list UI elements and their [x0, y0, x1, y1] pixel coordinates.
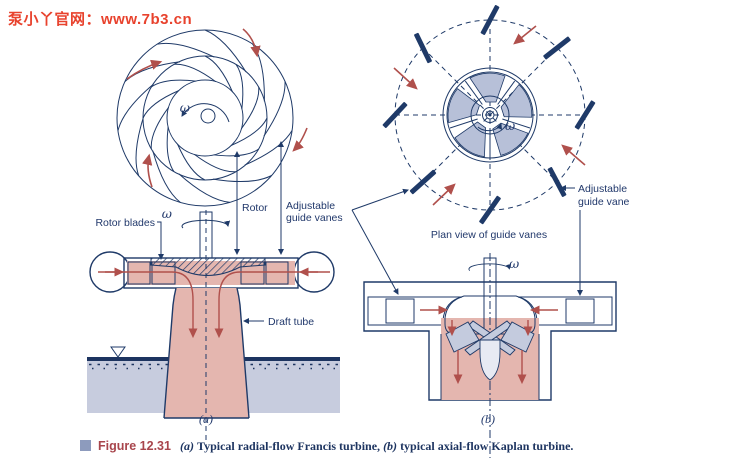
omega-symbol: ω [509, 256, 519, 271]
adjustable-guide-vane-label-line2: guide vane [578, 196, 630, 208]
kaplan-runner-section [445, 320, 535, 381]
rotation-arrow [181, 103, 230, 123]
subfigure-a-label: (a) [199, 412, 213, 426]
adjustable-guide-vanes-label-line2: guide vanes [286, 212, 343, 224]
guide-vane-bars [382, 5, 596, 225]
francis-cross-section: ω Rotor blades Draft tube (a) [87, 206, 340, 440]
shaft-hub [200, 108, 216, 124]
guide-vane-box-right [565, 298, 595, 324]
shaft [199, 211, 213, 259]
caption-text-a: Typical radial-flow Francis turbine, [196, 439, 381, 453]
flow-arrows [98, 267, 330, 339]
plan-view-label: Plan view of guide vanes [431, 229, 547, 241]
caption-part-b: (b) [383, 439, 398, 453]
caption-part-a: (a) [179, 439, 194, 453]
draft-tube [164, 288, 249, 418]
omega-symbol: ω [505, 118, 515, 133]
kaplan-leaders: Adjustable guide vane [351, 183, 630, 296]
shaft-rotation-swirl [182, 220, 228, 228]
francis-leaders: Rotor Adjustable guide vanes [234, 141, 343, 255]
adjustable-guide-vanes-label-line1: Adjustable [286, 200, 335, 212]
francis-runner-plan: ω [111, 21, 308, 215]
flow-arrows [420, 305, 558, 385]
subfigure-b-label: (b) [481, 412, 495, 426]
rotor-label: Rotor [242, 202, 268, 214]
omega-symbol: ω [180, 100, 190, 115]
kaplan-cross-section: ω (b) [363, 253, 617, 458]
guide-vane-box-left [385, 298, 415, 324]
caption-text: (a)Typical radial-flow Francis turbine,(… [180, 439, 573, 453]
draft-tube-label: Draft tube [268, 316, 314, 328]
inflow-arrows [393, 25, 586, 206]
watermark-text: 泵小丫官网：www.7b3.cn [8, 11, 193, 28]
figure-number: Figure 12.31 [98, 439, 171, 453]
omega-symbol: ω [162, 206, 172, 221]
rotation-arrow [477, 123, 502, 132]
rotor-blades-label: Rotor blades [95, 217, 155, 229]
kaplan-guide-vane-plan: ω Plan view of guide vanes [382, 5, 596, 241]
caption-text-b: typical axial-flow Kaplan turbine. [400, 439, 574, 453]
kaplan-runner-plan [442, 67, 538, 163]
guide-vane-ring [111, 21, 303, 215]
water-surface-symbol [110, 346, 126, 358]
adjustable-guide-vane-label-line1: Adjustable [578, 183, 627, 195]
figure-caption: Figure 12.31 (a)Typical radial-flow Fran… [80, 439, 720, 453]
caption-square-icon [80, 440, 91, 451]
inflow-arrows [126, 28, 308, 188]
casing [363, 281, 617, 401]
shaft-rotation-swirl [469, 264, 509, 271]
